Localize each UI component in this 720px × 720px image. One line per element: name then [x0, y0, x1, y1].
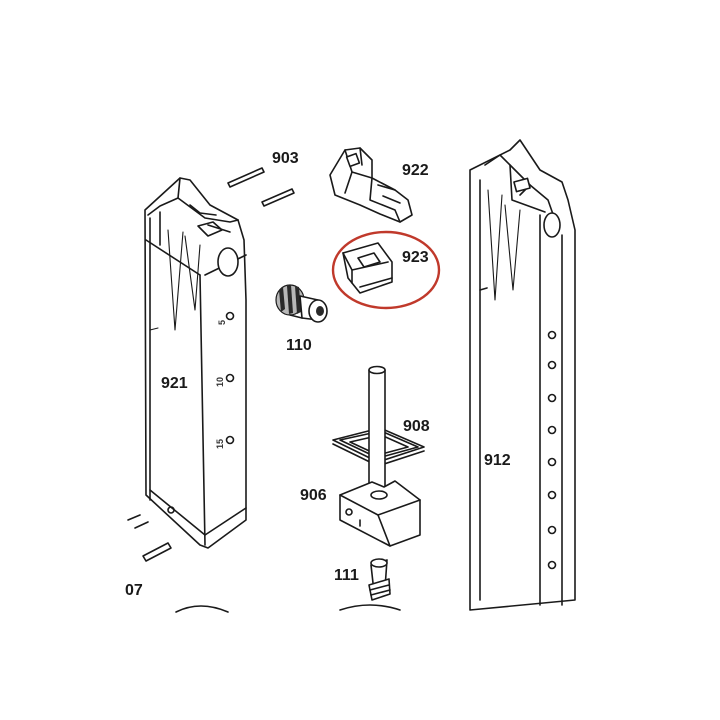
- label-921: 921: [161, 375, 188, 392]
- part-110-valve: [275, 284, 328, 323]
- part-111-valve: [368, 558, 391, 601]
- part-906-base: [339, 365, 421, 547]
- highlight-ring-923: [331, 230, 441, 310]
- part-912-magazine: [469, 139, 576, 611]
- label-922: 922: [402, 162, 429, 179]
- label-908: 908: [403, 418, 430, 435]
- label-923: 923: [402, 249, 429, 266]
- label-907: 07: [125, 582, 143, 599]
- label-912: 912: [484, 452, 511, 469]
- label-111: 111: [334, 567, 359, 584]
- part-903-pins: [227, 167, 295, 207]
- label-110: 110: [286, 337, 312, 354]
- magazine-mark-15: 15: [215, 439, 225, 449]
- part-923-gasket: [342, 242, 393, 294]
- magazine-mark-10: 10: [215, 377, 225, 387]
- label-903: 903: [272, 150, 299, 167]
- part-907-pin: [127, 514, 401, 613]
- part-922-top-assembly: [329, 147, 413, 223]
- label-906: 906: [300, 487, 327, 504]
- part-921-magazine: [144, 177, 247, 549]
- magazine-mark-5: 5: [217, 320, 227, 325]
